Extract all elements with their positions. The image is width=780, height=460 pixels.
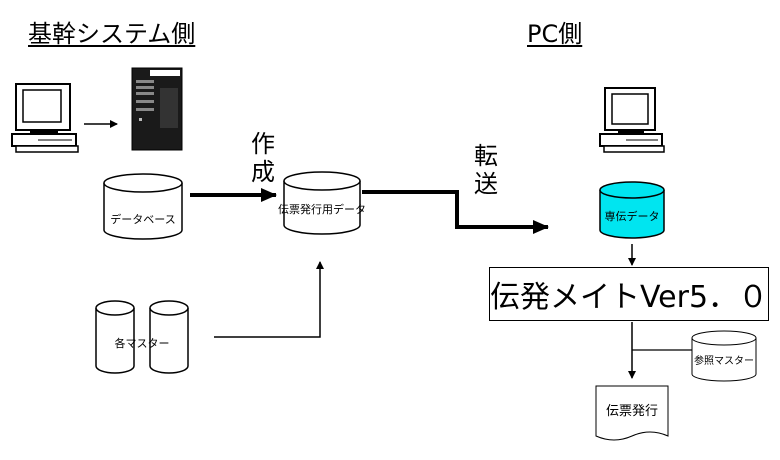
transfer-arrow (362, 190, 549, 234)
server-tower-icon (131, 67, 183, 151)
reference-master-label: 参照マスター (694, 356, 754, 367)
left-system-heading: 基幹システム側 (28, 20, 196, 48)
dedicated-data-label: 専伝データ (604, 210, 660, 223)
left-workstation-icon (11, 83, 79, 153)
dedicated-data-cylinder (599, 181, 665, 239)
database-label: データベース (110, 213, 176, 226)
masters-label: 各マスター (114, 337, 170, 350)
create-label: 作 成 (251, 130, 275, 186)
application-name: 伝発メイトVer5．０ (489, 280, 769, 315)
slip-document-icon (595, 385, 669, 441)
slip-data-label: 伝票発行用データ (278, 203, 366, 216)
slip-data-cylinder (283, 171, 361, 235)
application-box: 伝発メイトVer5．０ (489, 267, 769, 321)
masters-to-slip-data-arrow (214, 261, 324, 338)
master-cylinders (95, 300, 189, 374)
reference-master-cylinder (691, 330, 757, 382)
slip-issue-label: 伝票発行 (605, 404, 658, 419)
right-workstation-icon (599, 87, 665, 153)
right-system-heading: PC側 (527, 20, 583, 48)
database-cylinder (103, 173, 183, 240)
transfer-label: 転 送 (474, 142, 498, 198)
